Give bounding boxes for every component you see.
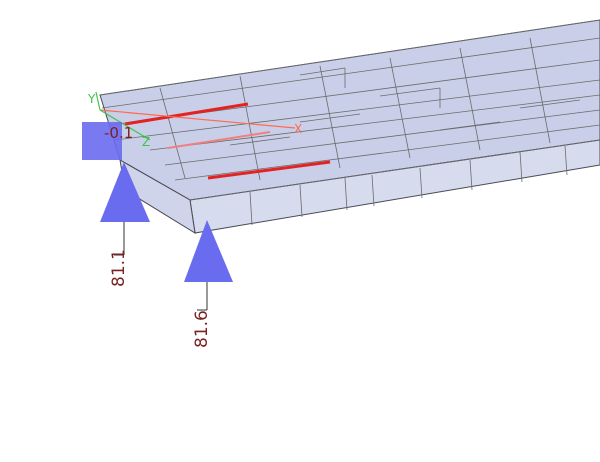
load-line-middle[interactable] [167,131,271,149]
load-line-bottom[interactable] [207,160,331,180]
support-arrow-icon [184,220,233,282]
deck-wireframe [99,19,600,226]
support-arrow-icon [100,162,150,222]
reaction-value: 81.6 [192,310,212,348]
z-axis-icon [99,109,151,141]
x-axis-label: X [294,122,302,136]
bridge-deck-model[interactable] [99,19,600,234]
axis-triad: Y X Z [87,91,302,149]
x-axis-icon [99,109,296,129]
reaction-value: 81.1 [109,249,129,287]
support-reaction-1[interactable]: 81.1 [100,162,150,287]
support-reaction-2[interactable]: 81.6 [184,220,233,348]
load-line-top[interactable] [124,102,249,126]
load-value-label: -0.1 [104,124,133,142]
y-axis-label: Y [87,92,96,106]
y-axis-icon [95,91,101,111]
z-axis-label: Z [142,135,150,149]
support-block[interactable] [82,122,122,160]
